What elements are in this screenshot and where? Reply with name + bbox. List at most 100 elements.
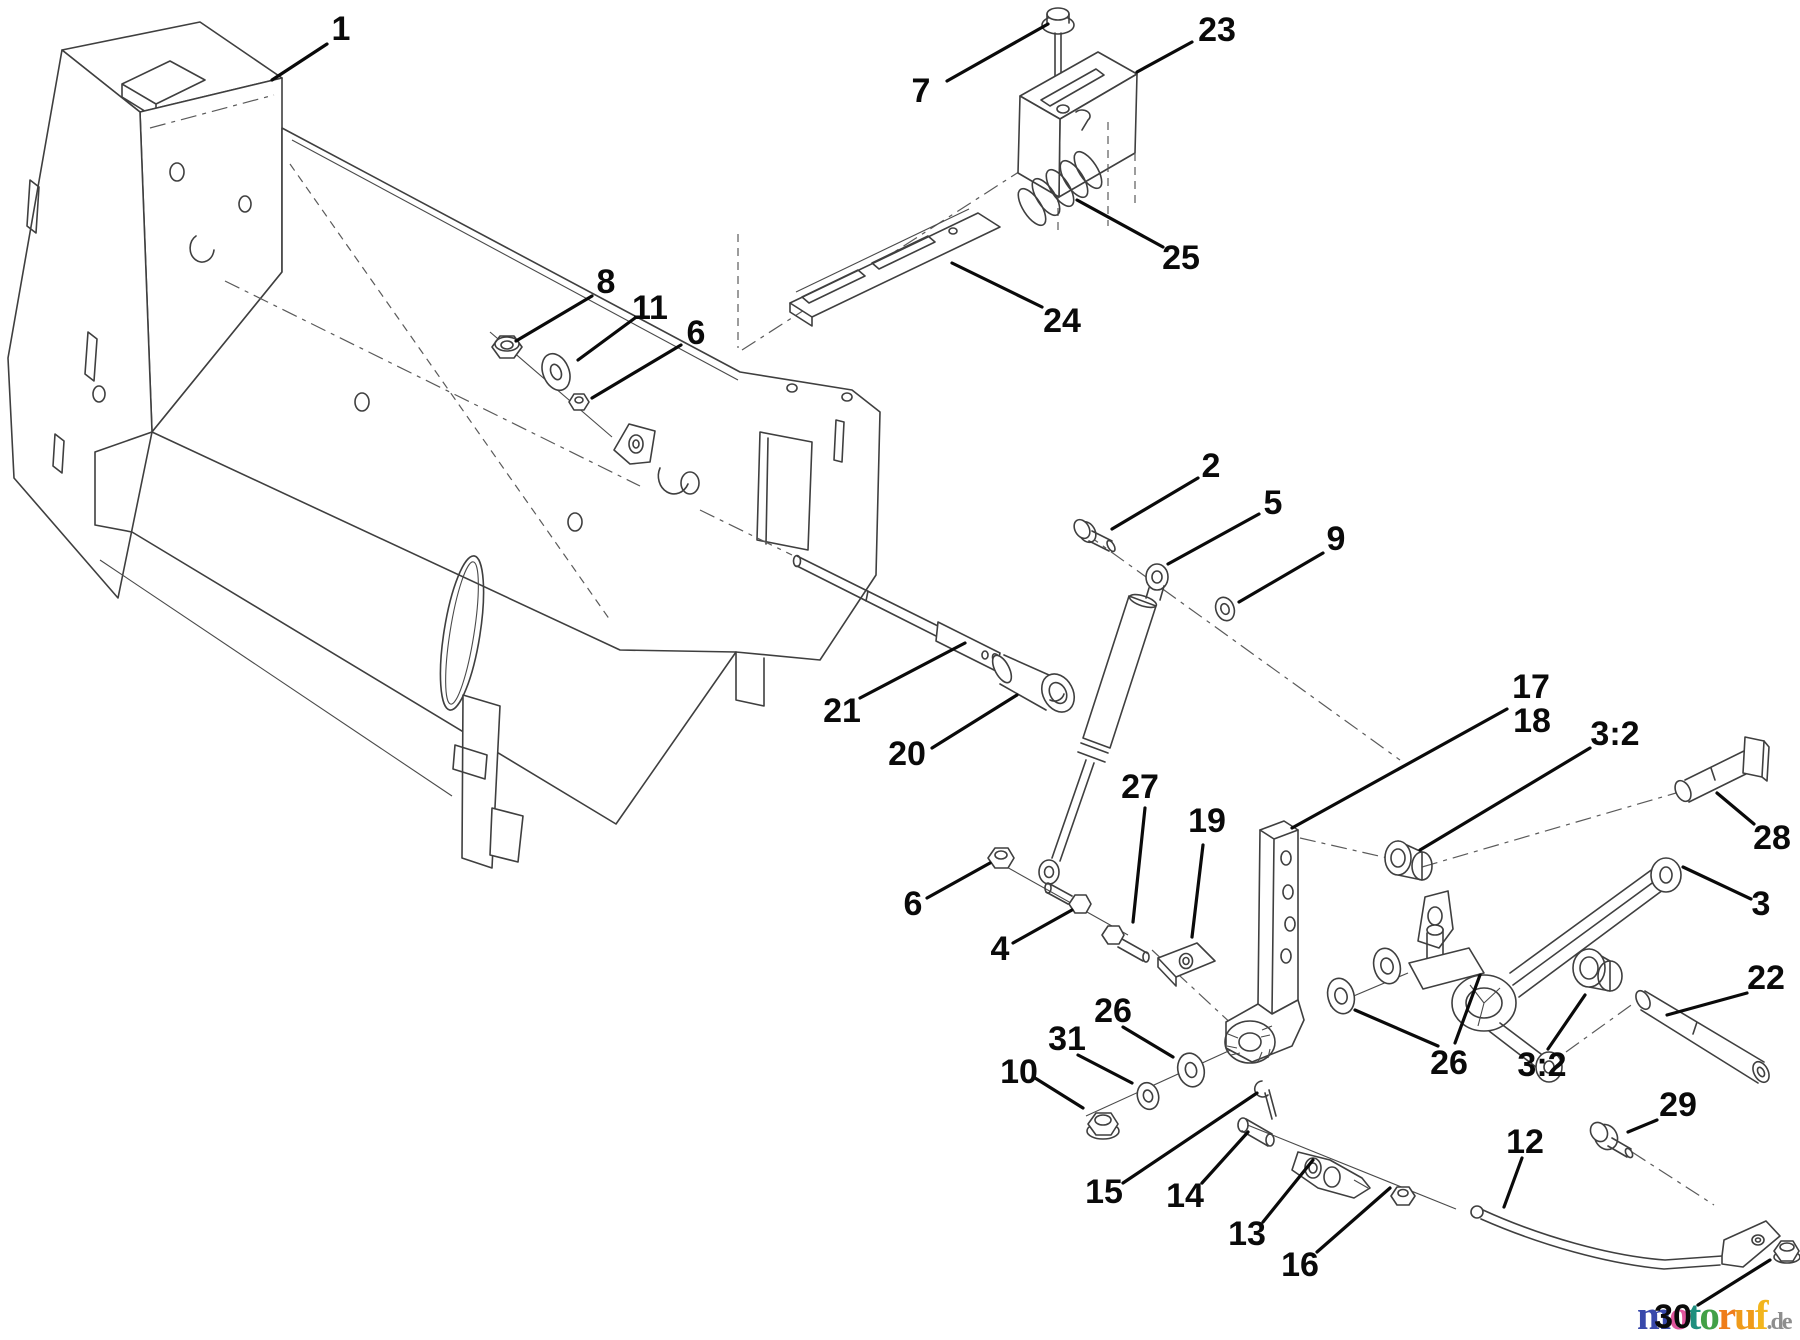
- part-washers-26-right: [1326, 947, 1402, 1015]
- callout-label-26-24: 26: [1430, 1044, 1468, 1082]
- leader-line-22: [1665, 991, 1749, 1017]
- part-bushing-3-2-left: [1384, 840, 1433, 881]
- leader-line-26: [1121, 1025, 1175, 1059]
- leader-line-4: [1011, 908, 1074, 945]
- leader-line-27: [1131, 806, 1147, 924]
- part-shaft-22: [1635, 989, 1770, 1084]
- part-clevis-pin-14: [1237, 1117, 1275, 1147]
- leader-line-9: [1237, 551, 1325, 604]
- part-bracket-23: [1017, 51, 1138, 226]
- part-rod-12: [1470, 1205, 1781, 1270]
- part-pivot-assembly-3: [1408, 857, 1682, 1083]
- callout-label-13-30: 13: [1228, 1215, 1266, 1253]
- part-washer-11: [541, 352, 571, 392]
- leader-line-20: [930, 693, 1019, 750]
- part-bushing-3-2-right: [1572, 948, 1623, 992]
- leader-line-26: [1453, 973, 1482, 1045]
- callout-label-26-25: 26: [1094, 992, 1132, 1030]
- leader-line-6: [590, 343, 683, 400]
- part-bar-24: [789, 208, 1001, 327]
- part-bolt-4: [1044, 882, 1092, 914]
- callout-label-18-14: 18: [1513, 702, 1551, 740]
- callout-label-30-34: 30: [1654, 1298, 1692, 1336]
- leader-line-15: [1121, 1091, 1259, 1185]
- part-cotter-pin-15: [1253, 1080, 1277, 1120]
- part-nut-6-upper: [568, 393, 590, 411]
- part-bolt-27: [1101, 925, 1150, 963]
- watermark-text: motoruf.de: [1637, 1292, 1793, 1338]
- leader-line-11: [576, 316, 637, 362]
- leader-line-21: [858, 641, 967, 700]
- callout-label-7-1: 7: [912, 72, 931, 110]
- callout-label-28-16: 28: [1753, 819, 1791, 857]
- leader-line-19: [1190, 843, 1205, 939]
- part-lever-17-18: [1224, 820, 1305, 1064]
- callout-label-31-26: 31: [1048, 1020, 1086, 1058]
- part-plate-19: [1157, 942, 1216, 987]
- leader-line-16: [1315, 1186, 1392, 1254]
- leader-line-29: [1626, 1118, 1659, 1134]
- leader-line-1: [270, 42, 329, 82]
- leader-line-18: [1290, 707, 1509, 830]
- callout-label-29-33: 29: [1659, 1086, 1697, 1124]
- part-washer-9: [1214, 596, 1236, 622]
- watermark: motoruf.de: [1637, 1292, 1795, 1338]
- callout-label-3-17: 3: [1752, 885, 1771, 923]
- part-washer-31: [1136, 1081, 1160, 1111]
- leader-line-12: [1502, 1156, 1524, 1209]
- part-spring-25: [1017, 150, 1103, 227]
- callout-label-6-7: 6: [687, 314, 706, 352]
- leader-line-8: [514, 294, 594, 343]
- leader-line-28: [1715, 791, 1756, 826]
- callout-label-10-27: 10: [1000, 1053, 1038, 1091]
- callout-label-2-8: 2: [1202, 447, 1221, 485]
- leader-line-2: [1110, 476, 1200, 531]
- callout-label-3:2-23: 3:2: [1517, 1046, 1566, 1084]
- callout-label-14-29: 14: [1166, 1177, 1204, 1215]
- part-nut-30: [1773, 1240, 1800, 1264]
- callout-label-5-9: 5: [1264, 484, 1283, 522]
- frame-assembly: [7, 21, 881, 869]
- part-damper-20: [991, 654, 1076, 713]
- callout-label-25-3: 25: [1162, 239, 1200, 277]
- leader-line-25: [1075, 198, 1165, 249]
- part-bolt-2: [1073, 518, 1116, 553]
- leader-line-26: [1353, 1008, 1440, 1048]
- frame-mount-tab: [613, 423, 656, 465]
- part-nut-6-lower: [987, 847, 1015, 869]
- callout-label-19-21: 19: [1188, 802, 1226, 840]
- callout-label-8-5: 8: [597, 263, 616, 301]
- part-nut-10: [1086, 1112, 1120, 1140]
- callout-label-11-6: 11: [632, 289, 668, 327]
- callout-label-12-32: 12: [1506, 1123, 1544, 1161]
- callout-label-27-20: 27: [1121, 768, 1159, 806]
- callout-label-1-0: 1: [332, 10, 351, 48]
- callout-label-4-19: 4: [991, 930, 1010, 968]
- leader-line-23: [1135, 40, 1194, 74]
- callout-label-20-12: 20: [888, 735, 926, 773]
- leader-line-31: [1076, 1053, 1134, 1085]
- part-pin-28: [1674, 736, 1770, 803]
- callout-label-3:2-15: 3:2: [1590, 715, 1639, 753]
- callout-label-16-31: 16: [1281, 1246, 1319, 1284]
- part-nut-16: [1390, 1186, 1416, 1206]
- leader-line-3:2: [1418, 746, 1592, 852]
- leader-line-3:2: [1546, 993, 1587, 1051]
- callout-label-17-13: 17: [1512, 668, 1550, 706]
- callout-label-23-2: 23: [1198, 11, 1236, 49]
- callout-label-15-28: 15: [1085, 1173, 1123, 1211]
- leader-line-6: [925, 861, 992, 900]
- part-washer-26-left: [1176, 1052, 1206, 1088]
- leader-line-13: [1261, 1158, 1315, 1224]
- callout-label-22-22: 22: [1747, 959, 1785, 997]
- callout-label-24-4: 24: [1043, 302, 1081, 340]
- callout-label-6-18: 6: [904, 885, 923, 923]
- part-bolt-29: [1589, 1121, 1634, 1159]
- leader-line-24: [950, 261, 1044, 309]
- leader-line-7: [945, 22, 1050, 83]
- leader-line-3: [1681, 865, 1753, 901]
- leader-line-5: [1166, 512, 1261, 566]
